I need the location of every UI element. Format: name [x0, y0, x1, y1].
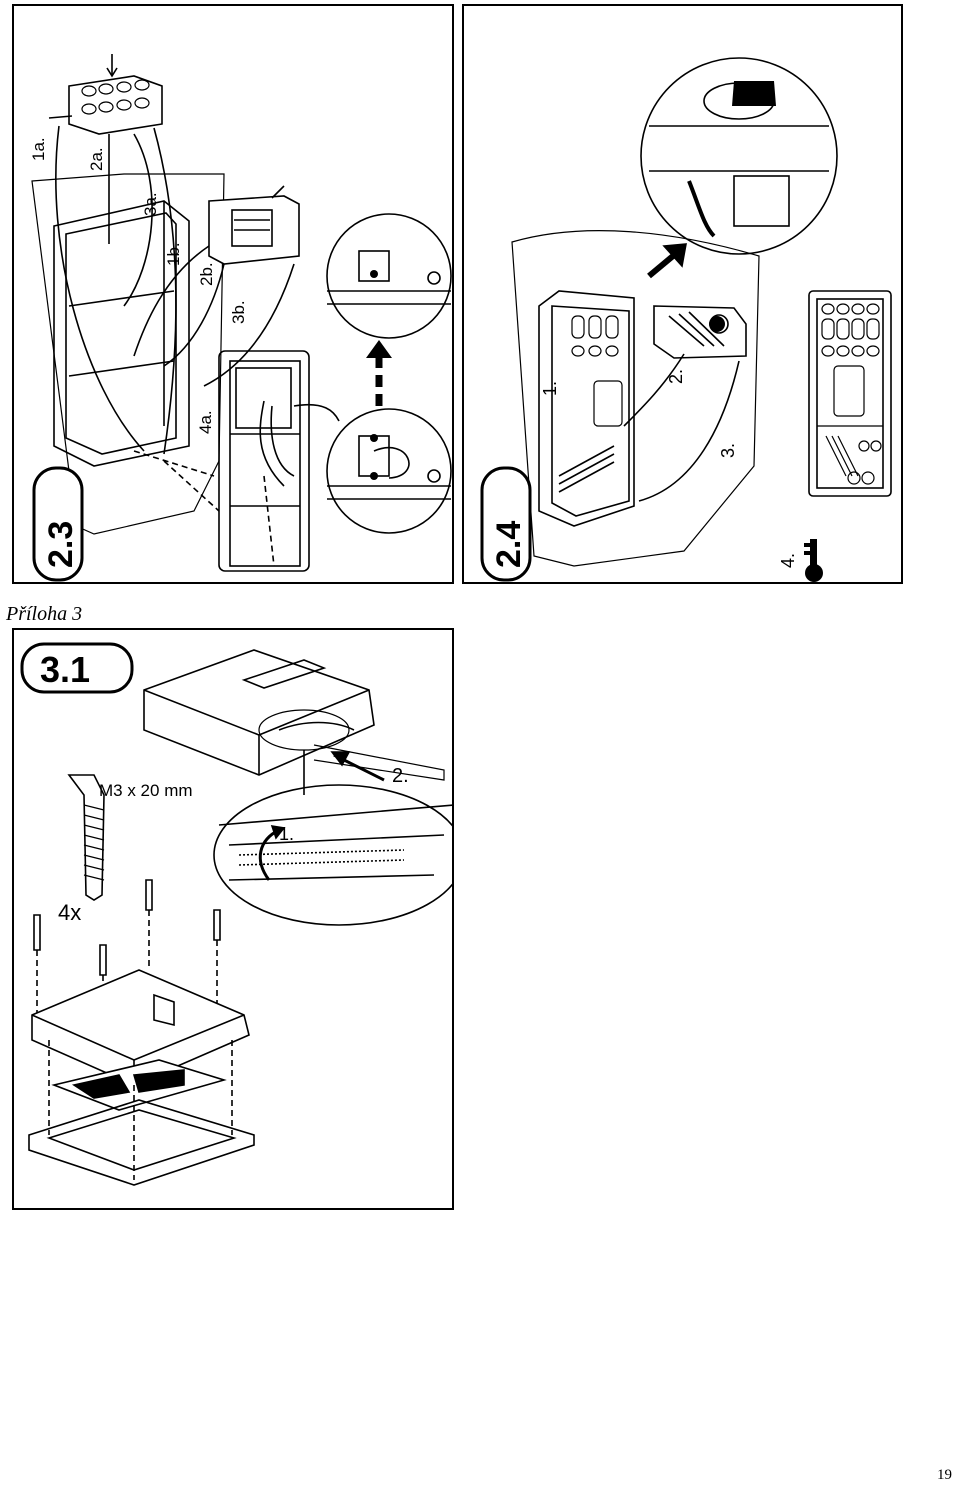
- page-number: 19: [937, 1467, 952, 1483]
- panel-2-4: 1. 2. 3. 4. 2.4: [462, 4, 903, 584]
- section-number-2-3: 2.3: [42, 521, 80, 568]
- section-badge-2-4: [480, 466, 532, 582]
- step-label-3b: 3b.: [229, 300, 248, 324]
- screw-spec-label: M3 x 20 mm: [99, 781, 193, 800]
- screw-quantity-label: 4x: [58, 900, 81, 925]
- section-badge-2-3: [32, 466, 84, 582]
- section-badge-3-1: [20, 642, 134, 694]
- step-label-2: 2.: [392, 765, 409, 787]
- panel-3-1: 3.1: [12, 628, 454, 1210]
- step-label-4: 4.: [778, 553, 798, 568]
- step-label-4a: 4a.: [196, 410, 215, 434]
- step-label-2a: 2a.: [87, 147, 106, 171]
- step-label-2b: 2b.: [197, 262, 216, 286]
- step-label-1: 1.: [540, 381, 560, 396]
- step-label-2: 2.: [666, 369, 686, 384]
- appendix-title: Příloha 3: [6, 603, 83, 625]
- step-label-3: 3.: [718, 443, 738, 458]
- step-label-3a: 3a.: [141, 192, 160, 216]
- section-number-3-1: 3.1: [40, 649, 90, 690]
- diagram-2-4: 1. 2. 3. 4. 2.4: [480, 57, 892, 582]
- key-icon: [804, 539, 823, 582]
- panel-2-3: 1a. 2a. 3a. 1b. 2b. 3b. 4a. 2.3: [12, 4, 454, 584]
- diagram-2-3: 1a. 2a. 3a. 1b. 2b. 3b. 4a. 2.3: [29, 54, 452, 582]
- step-label-1b: 1b.: [164, 242, 183, 266]
- step-label-1: 1.: [279, 824, 294, 844]
- step-label-1a: 1a.: [29, 137, 48, 161]
- section-number-2-4: 2.4: [490, 521, 528, 568]
- diagram-3-1: 3.1: [20, 642, 452, 1186]
